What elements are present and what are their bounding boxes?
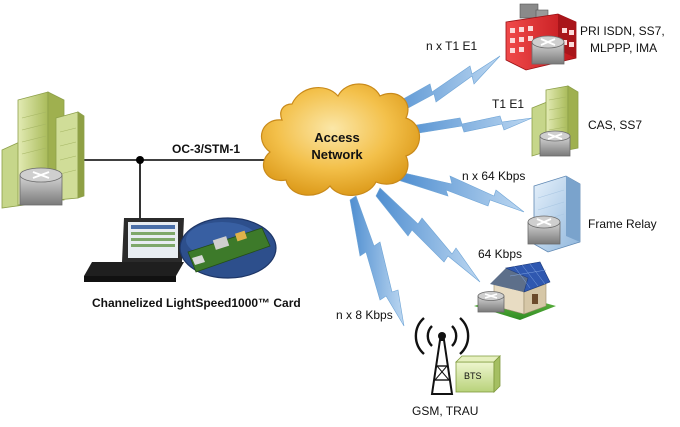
bolt-to-tower — [349, 195, 405, 327]
main-link — [80, 156, 270, 228]
green-building-icon — [531, 85, 579, 157]
link-label-nx8: n x 8 Kbps — [336, 308, 393, 322]
cell-tower-icon — [414, 317, 470, 395]
link-label-64: 64 Kbps — [478, 247, 523, 261]
router-icon — [527, 215, 561, 245]
bts-label: BTS — [464, 371, 482, 381]
router-icon — [19, 167, 63, 206]
cloud-label-line1: Access — [314, 130, 360, 145]
router-icon — [531, 35, 565, 65]
lightspeed-card-icon — [179, 217, 277, 279]
house-solar-icon — [474, 261, 556, 320]
link-label-t1e1: T1 E1 — [492, 97, 525, 111]
link-label-nxt1e1: n x T1 E1 — [426, 39, 478, 53]
laptop-icon — [84, 218, 184, 282]
router-icon — [477, 291, 505, 313]
cloud-label-line2: Network — [311, 147, 363, 162]
access-network-cloud — [260, 83, 421, 196]
lightning-links — [349, 55, 533, 327]
glass-building-icon — [527, 175, 581, 253]
bolt-to-house — [375, 187, 481, 283]
tap-junction — [136, 156, 144, 164]
site-label-red-line1: PRI ISDN, SS7, — [580, 24, 665, 38]
link-label-nx64: n x 64 Kbps — [462, 169, 526, 183]
main-link-label: OC-3/STM-1 — [172, 142, 241, 156]
bts-box-icon — [455, 355, 501, 393]
site-label-tower: GSM, TRAU — [412, 404, 479, 418]
card-caption: Channelized LightSpeed1000™ Card — [92, 296, 301, 310]
site-label-glass: Frame Relay — [588, 217, 657, 231]
bolt-to-green-building — [397, 115, 533, 137]
site-label-green: CAS, SS7 — [588, 118, 643, 132]
hq-building-icon — [1, 91, 85, 209]
bolt-to-glass-building — [397, 171, 525, 213]
bolt-to-red-building — [379, 55, 501, 121]
router-icon — [539, 130, 571, 157]
site-label-red-line2: MLPPP, IMA — [590, 41, 658, 55]
red-building-icon — [505, 3, 577, 71]
